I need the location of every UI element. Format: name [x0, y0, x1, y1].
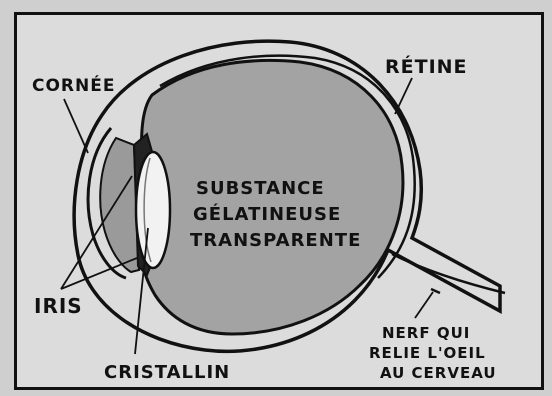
anterior-chamber: [99, 136, 141, 274]
label-lens: CRISTALLIN: [104, 362, 230, 383]
lens-inner: [143, 157, 152, 263]
iris-pointer: [60, 175, 133, 290]
label-nerve-line-2: RELIE L'OEIL: [369, 344, 486, 362]
nerve-dash: [430, 287, 441, 295]
optic-nerve: [391, 252, 506, 295]
label-nerve-line-3: AU CERVEAU: [380, 364, 497, 382]
label-cornea: CORNÉE: [32, 74, 115, 96]
iris-pointer-2: [60, 257, 138, 290]
retina-line: [159, 54, 416, 279]
cornea: [86, 127, 127, 280]
label-iris: IRIS: [34, 294, 83, 318]
label-retina: RÉTINE: [385, 55, 468, 78]
label-vitreous-line-3: TRANSPARENTE: [190, 230, 361, 251]
cornea-pointer: [63, 98, 89, 154]
retina-pointer: [394, 77, 413, 115]
nerve-pointer: [414, 291, 434, 319]
label-vitreous-line-2: GÉLATINEUSE: [193, 203, 341, 225]
lens-pointer: [134, 227, 149, 355]
label-vitreous-line-1: SUBSTANCE: [196, 178, 325, 199]
lens: [134, 150, 172, 270]
label-nerve-line-1: NERF QUI: [382, 324, 470, 342]
